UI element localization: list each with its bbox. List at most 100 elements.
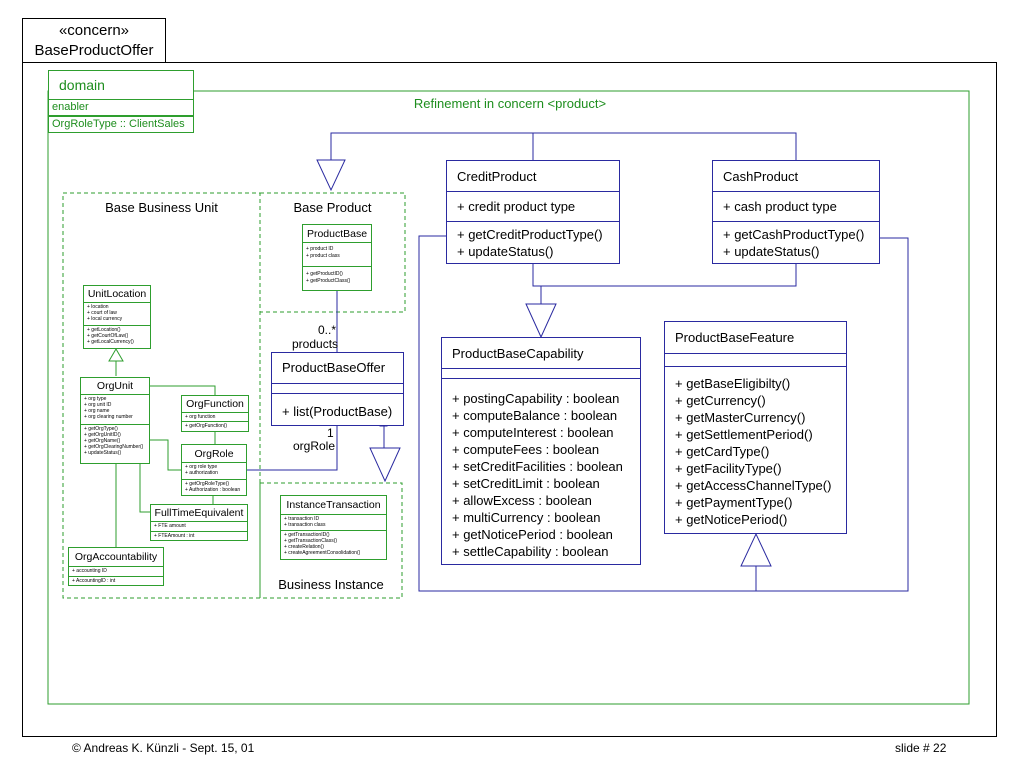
class-org-unit[interactable]: OrgUnit + org type + org unit ID + org n…: [80, 377, 150, 464]
footer-slide-number: slide # 22: [895, 741, 947, 755]
class-operation: + allowExcess : boolean: [452, 493, 592, 508]
title-stereotype: «concern»: [58, 22, 130, 39]
class-name: OrgAccountability: [74, 551, 158, 563]
class-attribute: + local currency: [87, 316, 123, 322]
class-org-role[interactable]: OrgRole + org role type + authorization …: [181, 444, 247, 496]
class-product-base-offer[interactable]: ProductBaseOffer + list(ProductBase): [271, 352, 404, 426]
class-name: InstanceTransaction: [286, 499, 381, 511]
domain-role: OrgRoleType :: ClientSales: [48, 116, 194, 133]
class-operation: + getOrgClearingNumber(): [84, 444, 144, 450]
class-org-function[interactable]: OrgFunction + org function + getOrgFunct…: [181, 395, 249, 432]
class-operation: + getLocalCurrency(): [87, 339, 134, 345]
class-attribute: + accounting ID: [72, 568, 107, 574]
class-operation: + getProductClass(): [306, 278, 351, 284]
class-product-base-capability[interactable]: ProductBaseCapability + postingCapabilit…: [441, 337, 641, 565]
class-operation: + getSettlementPeriod(): [675, 427, 813, 442]
gen-line-capability: [532, 264, 797, 287]
class-name: FullTimeEquivalent: [154, 507, 244, 519]
class-operation: + getLocation(): [87, 327, 121, 333]
class-operation: + getMasterCurrency(): [675, 410, 806, 425]
class-attribute: + product ID: [306, 246, 334, 252]
class-org-accountability[interactable]: OrgAccountability + accounting ID + Acco…: [68, 547, 164, 586]
class-operation: + createAgreementConsolidation(): [284, 550, 361, 556]
class-name: OrgFunction: [186, 398, 244, 410]
class-operation: + updateStatus(): [723, 244, 820, 259]
class-name: UnitLocation: [87, 288, 147, 300]
gen-arrow-top: [316, 159, 346, 192]
class-operation: + getNoticePeriod(): [675, 512, 788, 527]
class-attribute: + org unit ID: [84, 402, 112, 408]
class-operation: + computeFees : boolean: [452, 442, 600, 457]
assoc-orgrole-role: orgRole: [293, 439, 336, 453]
class-product-base-feature[interactable]: ProductBaseFeature + getBaseEligibilty()…: [664, 321, 847, 534]
region-base-product: [259, 192, 406, 313]
class-operation: + getOrgRoleType(): [185, 481, 230, 487]
assoc-products-role: products: [292, 337, 339, 351]
class-operation: + setCreditLimit : boolean: [452, 476, 600, 491]
region-business-instance: [259, 482, 403, 599]
class-name: OrgRole: [194, 448, 234, 460]
class-name: CashProduct: [723, 169, 799, 184]
class-operation: + computeBalance : boolean: [452, 408, 618, 423]
class-operation: + getOrgName(): [84, 438, 121, 444]
assoc-orgrole-multiplicity: 1: [327, 426, 334, 440]
class-operation: + computeInterest : boolean: [452, 425, 614, 440]
region-label-business-unit: Base Business Unit: [105, 200, 218, 215]
class-operation: + postingCapability : boolean: [452, 391, 620, 406]
gen-line-cash: [533, 132, 797, 160]
class-unit-location[interactable]: UnitLocation + location + court of law +…: [83, 285, 151, 349]
assoc-products-multiplicity: 0..*: [318, 323, 337, 337]
gen-arrow-capability: [525, 303, 557, 339]
class-attribute: + FTE amount: [154, 523, 186, 529]
domain-enabler: enabler: [48, 99, 194, 116]
footer-copyright: © Andreas K. Künzli - Sept. 15, 01: [72, 741, 255, 755]
class-attribute: + org name: [84, 408, 110, 414]
class-operation: + getCourtOfLaw(): [87, 333, 129, 339]
class-operation: + getBaseEligibilty(): [675, 376, 791, 391]
class-name: ProductBaseFeature: [675, 330, 795, 345]
class-attribute: + court of law: [87, 310, 117, 316]
class-operation: + setCreditFacilities : boolean: [452, 459, 623, 474]
class-name: OrgUnit: [96, 380, 134, 392]
class-operation: + getTransactionID(): [284, 532, 330, 538]
class-credit-product[interactable]: CreditProduct + credit product type + ge…: [446, 160, 620, 264]
class-operation: + getOrgType(): [84, 426, 118, 432]
class-attribute: + authorization: [185, 470, 218, 476]
assoc-orgrole: [246, 425, 338, 471]
class-operation: + list(ProductBase): [282, 404, 393, 419]
gen-arrow-feature: [740, 532, 772, 567]
region-label-base-product: Base Product: [293, 200, 372, 215]
class-operation: + Authorization : boolean: [185, 487, 241, 493]
class-full-time-equivalent[interactable]: FullTimeEquivalent + FTE amount + FTEAmo…: [150, 504, 248, 541]
class-operation: + getOrgUnitID(): [84, 432, 121, 438]
class-name: CreditProduct: [457, 169, 537, 184]
class-operation: + getProductID(): [306, 271, 343, 277]
region-label-business-instance: Business Instance: [278, 577, 384, 592]
class-operation: + getOrgFunction(): [185, 423, 228, 429]
class-attribute: + location: [87, 304, 109, 310]
domain-frame: [47, 90, 970, 705]
class-instance-transaction[interactable]: InstanceTransaction + transaction ID + t…: [280, 495, 387, 560]
class-operation: + getAccessChannelType(): [675, 478, 832, 493]
class-operation: + getFacilityType(): [675, 461, 782, 476]
class-product-base[interactable]: ProductBase + product ID + product class…: [302, 224, 372, 291]
class-attribute: + transaction ID: [284, 516, 320, 522]
class-cash-product[interactable]: CashProduct + cash product type + getCas…: [712, 160, 880, 264]
slide-frame: [22, 62, 997, 737]
class-attribute: + credit product type: [457, 199, 576, 214]
class-operation: + getNoticePeriod : boolean: [452, 527, 613, 542]
class-attribute: + org clearing number: [84, 414, 133, 420]
class-attribute: + org function: [185, 414, 216, 420]
class-attribute: + cash product type: [723, 199, 837, 214]
class-operation: + updateStatus(): [457, 244, 554, 259]
class-attribute: + org role type: [185, 464, 218, 470]
class-operation: + getCurrency(): [675, 393, 766, 408]
class-operation: + settleCapability : boolean: [452, 544, 609, 559]
loop-line: [418, 235, 909, 592]
class-operation: + getCreditProductType(): [457, 227, 603, 242]
refinement-label: Refinement in concern <product>: [413, 96, 607, 111]
class-operation: + getCashProductType(): [723, 227, 865, 242]
class-operation: + AccountingID : int: [72, 578, 116, 584]
gen-line-top: [330, 132, 534, 160]
